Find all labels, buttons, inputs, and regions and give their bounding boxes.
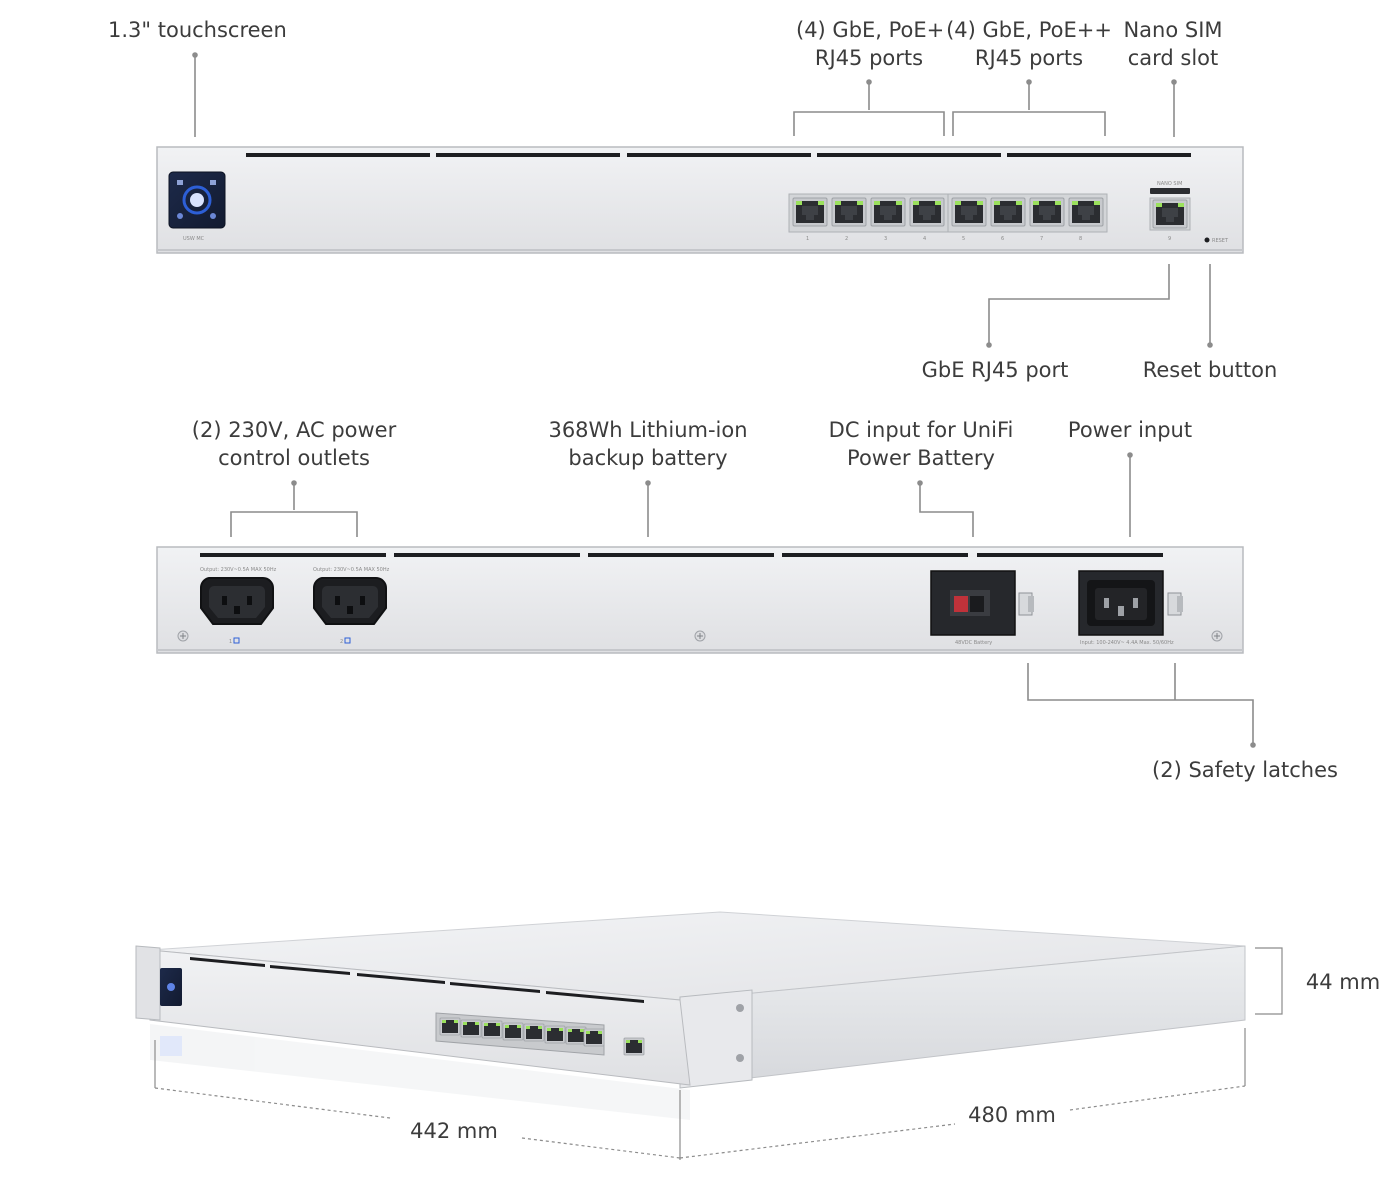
dc-battery-input[interactable]: [930, 570, 1016, 636]
port-label-3: 3: [884, 236, 887, 242]
perspective-uplink-port: [623, 1037, 645, 1056]
front-vent-slots: [246, 153, 1191, 157]
nano-sim-line2: card slot: [1127, 46, 1219, 70]
touchscreen[interactable]: [168, 171, 226, 229]
poe-plus-ports-line1: (4) GbE, PoE+: [796, 18, 945, 42]
gbe-port-callout-text: GbE RJ45 port: [921, 358, 1069, 382]
gbe-port-callout: GbE RJ45 port: [914, 356, 1076, 384]
reset-button-callout: Reset button: [1140, 356, 1280, 384]
front-panel: USW MC 1 2 3 4 5 6 7 8 NANO SIM: [156, 146, 1244, 254]
rear-screw-center: [694, 630, 706, 642]
perspective-view: [135, 911, 1283, 1160]
ac-power-input[interactable]: [1078, 570, 1164, 636]
dc-input-callout: DC input for UniFi Power Battery: [822, 416, 1020, 472]
dc-input-line1: DC input for UniFi: [828, 418, 1014, 442]
poe-plusplus-ports-line1: (4) GbE, PoE++: [946, 18, 1112, 42]
rj45-port-6[interactable]: [990, 197, 1026, 227]
poe-port-block: 1 2 3 4 5 6 7 8: [788, 193, 1108, 242]
ac-input-print-label: Input: 100-240V~ 4.4A Max. 50/60Hz: [1080, 640, 1174, 646]
rear-screw-right: [1211, 630, 1223, 642]
perspective-port-block: [435, 1012, 605, 1056]
depth-dimension-label: 480 mm: [960, 1101, 1064, 1129]
ac-outlet-2[interactable]: [312, 577, 387, 625]
width-dimension-label: 442 mm: [402, 1117, 506, 1145]
rj45-port-3[interactable]: [870, 197, 906, 227]
poe-plus-ports-callout: (4) GbE, PoE+ RJ45 ports: [796, 16, 945, 72]
battery-line2: backup battery: [568, 446, 728, 470]
port-label-1: 1: [806, 236, 809, 242]
rj45-port-8[interactable]: [1068, 197, 1104, 227]
port-label-7: 7: [1040, 236, 1043, 242]
safety-latch-ac[interactable]: [1167, 592, 1183, 616]
outlet-1-rating: Output: 230V~0.5A MAX 50Hz: [200, 567, 277, 573]
reset-print-label: RESET: [1212, 238, 1229, 244]
ac-outlets-line2: control outlets: [218, 446, 370, 470]
touchscreen-callout: 1.3" touchscreen: [108, 16, 287, 44]
depth-dim-line-right: [1069, 1085, 1246, 1111]
port-label-4: 4: [923, 236, 926, 242]
rj45-port-1[interactable]: [792, 197, 828, 227]
rear-screw-left: [177, 630, 189, 642]
port-label-5: 5: [962, 236, 965, 242]
poe-plusplus-ports-line2: RJ45 ports: [974, 46, 1084, 70]
outlet-2-rating: Output: 230V~0.5A MAX 50Hz: [313, 567, 390, 573]
safety-latch-dc[interactable]: [1018, 592, 1034, 616]
width-dimension-text: 442 mm: [410, 1119, 498, 1143]
depth-dimension-text: 480 mm: [968, 1103, 1056, 1127]
sim-print-label: NANO SIM: [1157, 181, 1182, 187]
uplink-port-label: 9: [1168, 236, 1171, 242]
reset-pinhole[interactable]: [1204, 237, 1210, 243]
outlet-1-indicator: [233, 637, 240, 644]
perspective-touchscreen-ring: [167, 983, 175, 991]
poe-plus-ports-line2: RJ45 ports: [814, 46, 924, 70]
depth-dim-line-left: [679, 1123, 956, 1159]
dc-input-line2: Power Battery: [847, 446, 995, 470]
port-label-8: 8: [1079, 236, 1082, 242]
battery-callout: 368Wh Lithium-ion backup battery: [540, 416, 756, 472]
nano-sim-callout: Nano SIM card slot: [1118, 16, 1228, 72]
nano-sim-line1: Nano SIM: [1123, 18, 1223, 42]
width-dim-line-right: [521, 1137, 681, 1159]
nano-sim-slot[interactable]: [1150, 188, 1190, 194]
height-dimension-label: 44 mm: [1300, 968, 1386, 996]
rack-ear-left: [135, 945, 161, 1021]
rear-vent-slots: [200, 553, 1163, 557]
safety-latches-callout-text: (2) Safety latches: [1152, 758, 1338, 782]
rj45-port-7[interactable]: [1029, 197, 1065, 227]
ac-outlets-callout: (2) 230V, AC power control outlets: [186, 416, 402, 472]
dimension-lines: [154, 947, 1283, 1160]
rack-ear-hole-bottom: [736, 1054, 744, 1062]
rj45-port-4[interactable]: [909, 197, 945, 227]
port-label-6: 6: [1001, 236, 1004, 242]
port-label-2: 2: [845, 236, 848, 242]
ac-outlets-line1: (2) 230V, AC power: [191, 418, 397, 442]
rear-leader-lines: [230, 452, 1256, 748]
rj45-port-5[interactable]: [951, 197, 987, 227]
touchscreen-callout-text: 1.3" touchscreen: [108, 18, 287, 42]
dc-input-print-label: 48VDC Battery: [955, 640, 992, 646]
outlet-1-number: 1: [229, 639, 232, 645]
poe-plusplus-ports-callout: (4) GbE, PoE++ RJ45 ports: [946, 16, 1112, 72]
reflection: [150, 1024, 690, 1120]
height-dimension-bracket: [1255, 947, 1283, 1015]
outlet-2-indicator: [344, 637, 351, 644]
power-input-callout-text: Power input: [1067, 418, 1193, 442]
safety-latches-callout: (2) Safety latches: [1150, 756, 1340, 784]
front-leader-lines: [192, 52, 1213, 348]
model-label: USW MC: [183, 236, 205, 242]
ac-outlet-1[interactable]: [199, 577, 274, 625]
rack-ear-hole-top: [736, 1004, 744, 1012]
rear-panel: Output: 230V~0.5A MAX 50Hz 1 Output: 230…: [156, 546, 1244, 654]
width-dim-line-left: [154, 1087, 391, 1119]
perspective-vents: [190, 957, 644, 1003]
rj45-port-2[interactable]: [831, 197, 867, 227]
power-input-callout: Power input: [1060, 416, 1200, 444]
outlet-2-number: 2: [340, 639, 343, 645]
battery-line1: 368Wh Lithium-ion: [548, 418, 748, 442]
reset-button-callout-text: Reset button: [1142, 358, 1278, 382]
height-dimension-text: 44 mm: [1305, 970, 1381, 994]
gbe-uplink-port[interactable]: [1149, 197, 1191, 231]
